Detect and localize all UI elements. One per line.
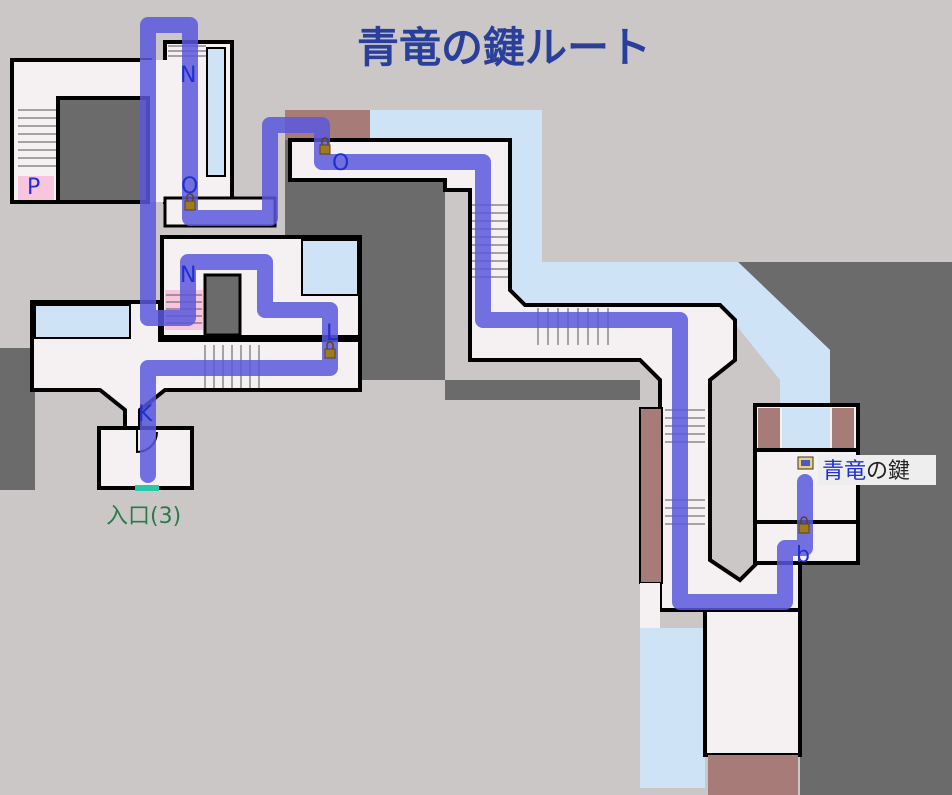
entrance-label: 入口(3) xyxy=(106,504,181,529)
room-northwest xyxy=(10,40,277,228)
key-label-bg xyxy=(818,455,936,485)
entrance-marker xyxy=(135,485,159,491)
marker-o-left: O xyxy=(181,174,198,199)
marker-l: L xyxy=(326,321,339,346)
marker-o-right: O xyxy=(332,151,349,176)
padlock-icon xyxy=(319,137,331,155)
padlock-icon xyxy=(324,341,336,359)
key-item-label: 青竜の鍵 xyxy=(822,459,910,484)
route-path xyxy=(140,17,813,610)
marker-n-mid: N xyxy=(180,263,196,288)
padlock-icon xyxy=(798,516,810,534)
marker-b: b xyxy=(796,543,810,568)
key-name-black: の鍵 xyxy=(866,459,910,484)
treasure-chest-icon xyxy=(797,456,814,470)
marker-n-top: N xyxy=(180,63,196,88)
padlock-icon xyxy=(184,193,196,211)
map-title: 青竜の鍵ルート xyxy=(357,23,651,72)
padlock-icons xyxy=(184,137,810,534)
key-name-blue: 青竜 xyxy=(822,459,866,484)
marker-k: K xyxy=(138,402,153,427)
marker-p: P xyxy=(27,175,40,200)
room-southeast xyxy=(640,403,860,795)
